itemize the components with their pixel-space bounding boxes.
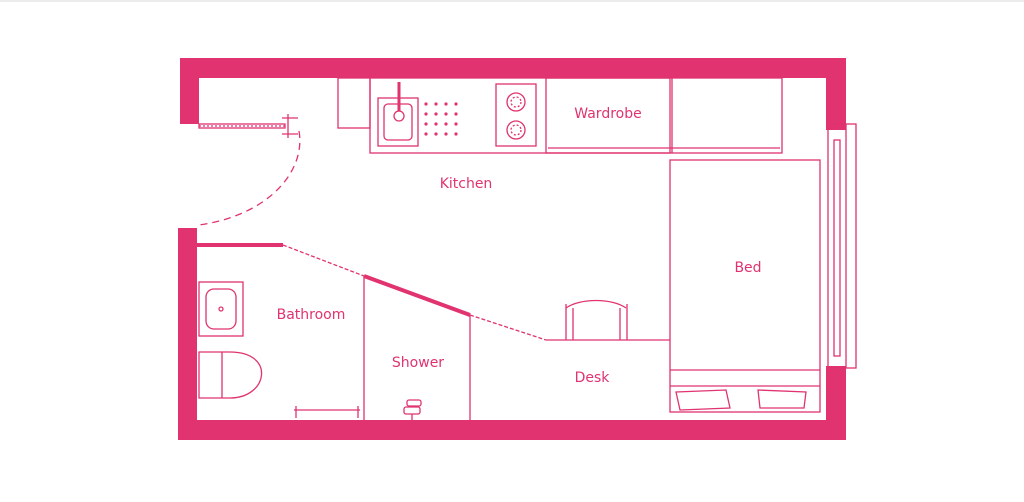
bathroom-partitions: [282, 244, 670, 420]
window: [827, 123, 857, 369]
wardrobe: [545, 77, 783, 154]
wardrobe-label: Wardrobe: [574, 106, 641, 122]
bed-label: Bed: [734, 260, 761, 276]
bathroom-sink: [198, 281, 244, 337]
top-rule: [0, 0, 1024, 2]
hob: [495, 83, 537, 147]
desk-label: Desk: [575, 370, 611, 386]
entry-door: [198, 114, 301, 226]
fixtures: [198, 77, 857, 420]
towel-rail: [294, 406, 360, 418]
bed: [669, 159, 821, 413]
exterior-walls: [178, 58, 846, 440]
room-labels: Kitchen Wardrobe Bed Bathroom Shower Des…: [277, 106, 762, 386]
drainboard-dots: [424, 102, 458, 136]
toilet: [198, 351, 263, 399]
kitchen-label: Kitchen: [440, 176, 493, 192]
shower-head: [403, 399, 422, 420]
shower-label: Shower: [392, 355, 444, 371]
bathroom-label: Bathroom: [277, 307, 346, 323]
desk-chair: [565, 299, 628, 340]
interior-walls: [197, 243, 471, 317]
kitchen-counter: [337, 77, 671, 154]
